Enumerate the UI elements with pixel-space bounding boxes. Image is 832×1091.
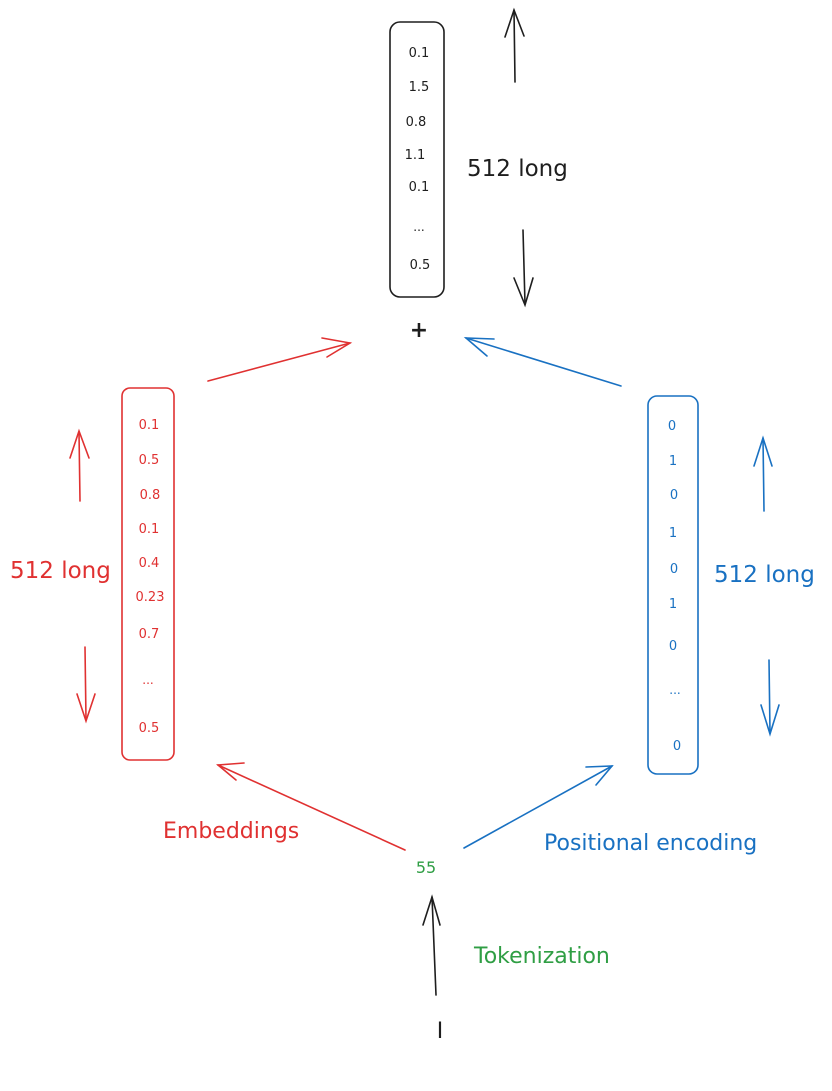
embedding-length-up-arrow (69, 428, 90, 502)
sum-vector-item: 0.8 (406, 115, 427, 130)
positional-length-up-arrow (753, 435, 773, 512)
embedding-vector-item: 0.23 (136, 590, 165, 605)
positional-vector-item: 0 (673, 739, 681, 754)
embedding-vector-box (121, 387, 175, 761)
positional-vector-item: 0 (669, 639, 677, 654)
positional-vector: 0 1 0 1 0 1 0 ... 0 (647, 395, 699, 775)
tokenization-label: Tokenization (473, 944, 610, 969)
positional-vector-item: ... (669, 683, 680, 697)
sum-vector-item: 0.1 (409, 180, 430, 195)
sum-length-down-arrow (513, 229, 534, 308)
embedding-vector-item: 0.8 (140, 488, 161, 503)
sum-vector-item: 0.1 (409, 46, 430, 61)
input-token: I (437, 1019, 444, 1044)
embedding-vector-item: 0.7 (139, 627, 160, 642)
sum-vector-item: 0.5 (410, 258, 431, 273)
positional-vector-item: 0 (670, 562, 678, 577)
sum-vector-box (389, 21, 445, 298)
embedding-vector-item: 0.1 (139, 418, 160, 433)
embedding-length-down-arrow (76, 646, 96, 724)
positional-vector-item: 1 (669, 526, 677, 541)
tokenization-arrow (422, 894, 441, 996)
embedding-length-label: 512 long (10, 558, 111, 584)
embedding-vector-item: 0.1 (139, 522, 160, 537)
positional-to-sum-arrow (463, 337, 622, 387)
positional-vector-item: 0 (670, 488, 678, 503)
sum-length-label: 512 long (467, 156, 568, 182)
positional-vector-item: 1 (669, 454, 677, 469)
positional-vector-box (647, 395, 699, 775)
embedding-vector-item: 0.4 (139, 556, 160, 571)
embedding-vector: 0.1 0.5 0.8 0.1 0.4 0.23 0.7 ... 0.5 (121, 387, 175, 761)
sum-vector-item: 1.1 (405, 148, 426, 163)
token-to-embedding-arrow (215, 762, 406, 851)
embedding-vector-item: 0.5 (139, 453, 160, 468)
sum-length-up-arrow (504, 7, 525, 83)
sum-vector: 0.1 1.5 0.8 1.1 0.1 ... 0.5 (389, 21, 445, 298)
positional-encoding-label: Positional encoding (544, 831, 757, 856)
token-to-positional-arrow (463, 765, 614, 849)
plus-sign: + (410, 318, 428, 343)
positional-vector-item: 0 (668, 419, 676, 434)
embedding-vector-item: ... (142, 673, 153, 687)
positional-length-label: 512 long (714, 562, 815, 588)
sum-vector-item: ... (413, 220, 424, 234)
positional-length-down-arrow (760, 659, 780, 737)
embeddings-label: Embeddings (163, 819, 299, 844)
embedding-vector-item: 0.5 (139, 721, 160, 736)
token-id: 55 (416, 858, 436, 877)
positional-vector-item: 1 (669, 597, 677, 612)
sum-vector-item: 1.5 (409, 80, 430, 95)
embedding-to-sum-arrow (207, 337, 353, 382)
